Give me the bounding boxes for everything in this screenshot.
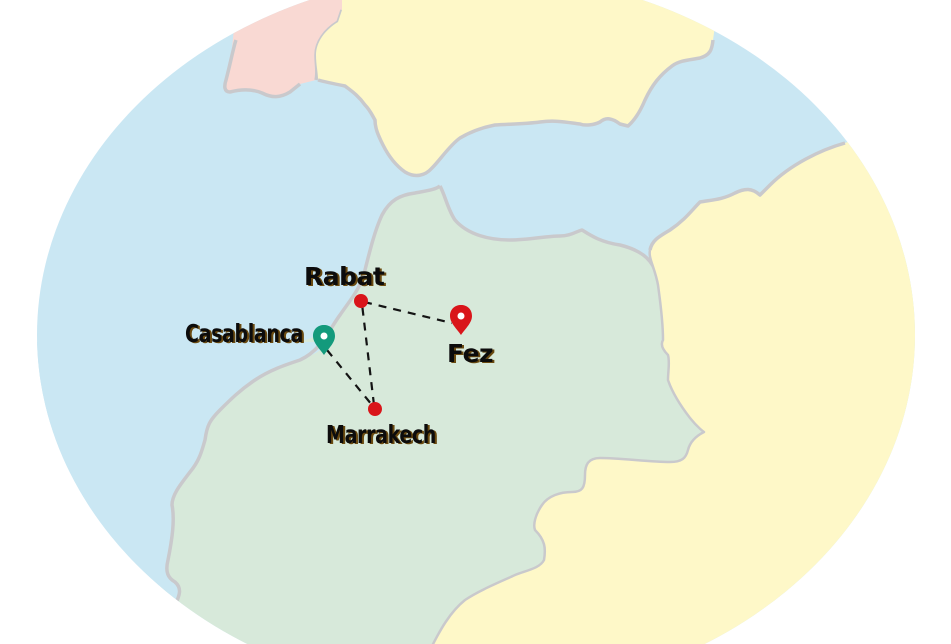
fez-label: Fez [447, 339, 493, 368]
morocco-west-coast [165, 184, 442, 606]
morocco-algeria-border [428, 249, 706, 644]
route-marrakech-rabat [360, 303, 376, 406]
marrakech-dot-icon[interactable] [368, 402, 382, 416]
casablanca-label: Casablanca [185, 319, 303, 348]
marrakech-label: Marrakech [326, 420, 436, 449]
svg-text:Fez: Fez [449, 340, 495, 369]
svg-text:Marrakech: Marrakech [328, 421, 438, 450]
algeria-region [430, 100, 915, 644]
svg-text:Casablanca: Casablanca [187, 320, 305, 349]
spain-coast [317, 39, 715, 178]
spain-region [316, 0, 720, 176]
route-casablanca-marrakech [326, 349, 373, 406]
morocco-north-coast [438, 185, 657, 271]
city-labels: Rabat Rabat Casablanca Casablanca Fez Fe… [185, 262, 496, 450]
algeria-coast [648, 141, 846, 251]
casablanca-pin-icon[interactable] [313, 325, 335, 355]
rabat-label: Rabat [304, 262, 385, 291]
fez-pin-icon[interactable] [450, 305, 472, 335]
city-markers [313, 294, 472, 416]
morocco-region [160, 186, 704, 644]
route-lines [326, 300, 453, 406]
route-rabat-fez [363, 300, 453, 325]
svg-text:Rabat: Rabat [306, 263, 387, 292]
rabat-dot-icon[interactable] [354, 294, 368, 308]
